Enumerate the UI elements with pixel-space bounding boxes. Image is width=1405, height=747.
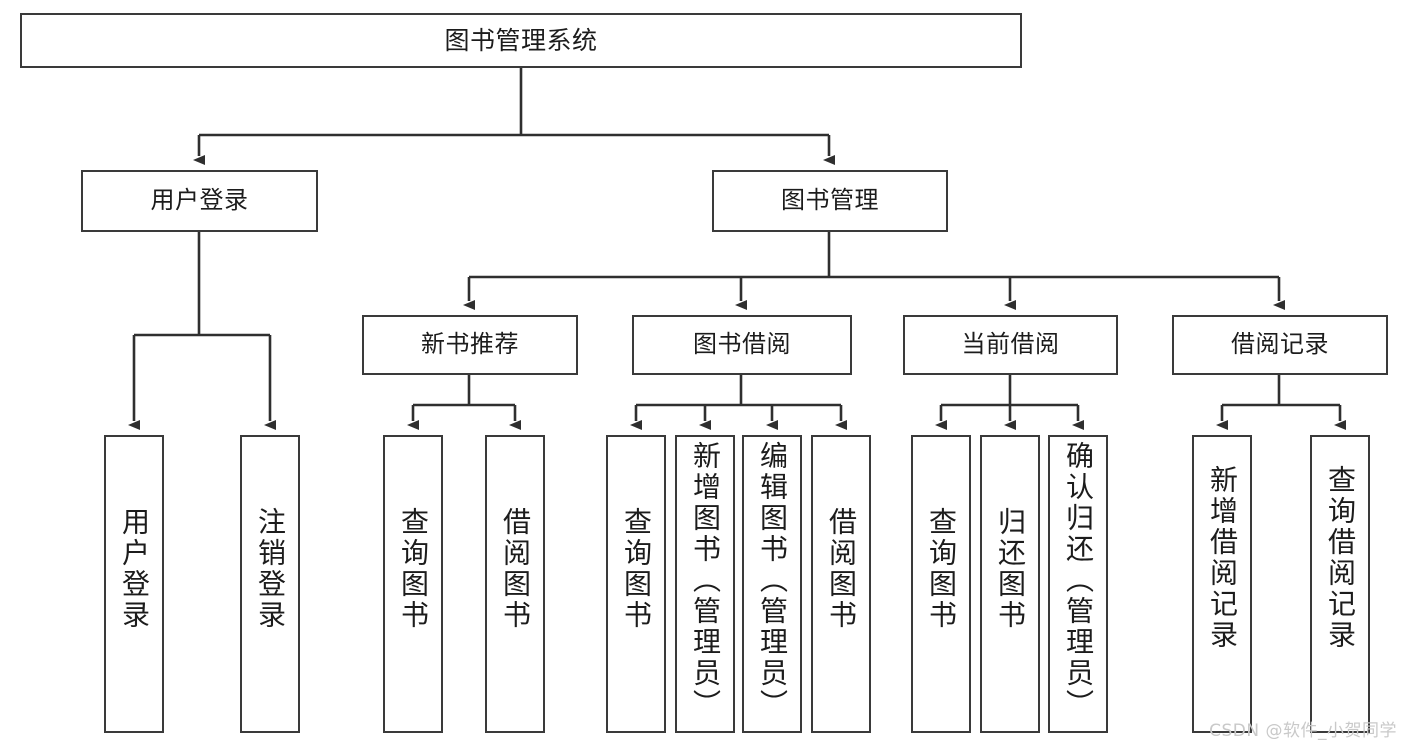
- csdn-watermark: CSDN @软件_小贺同学: [1209, 721, 1397, 741]
- node-label: 查询借阅记录: [1324, 465, 1357, 651]
- node-label: 借阅记录: [1231, 330, 1329, 359]
- leaf-add-book-admin[interactable]: 新增图书（管理员）: [675, 435, 735, 733]
- node-borrow-records[interactable]: 借阅记录: [1172, 315, 1388, 375]
- node-label: 当前借阅: [961, 330, 1060, 359]
- node-book-management[interactable]: 图书管理: [712, 170, 948, 232]
- node-label: 借阅图书: [499, 507, 532, 631]
- node-label: 编辑图书（管理员）: [756, 441, 789, 720]
- leaf-add-borrow-record[interactable]: 新增借阅记录: [1192, 435, 1252, 733]
- node-label: 确认归还（管理员）: [1062, 441, 1095, 720]
- node-label: 归还图书: [994, 507, 1027, 631]
- node-label: 图书管理系统: [444, 26, 598, 55]
- node-book-borrow[interactable]: 图书借阅: [632, 315, 852, 375]
- leaf-confirm-return-admin[interactable]: 确认归还（管理员）: [1048, 435, 1108, 733]
- node-label: 查询图书: [397, 507, 430, 631]
- leaf-borrow-book-1[interactable]: 借阅图书: [485, 435, 545, 733]
- leaf-query-book-2[interactable]: 查询图书: [606, 435, 666, 733]
- node-new-book-recommend[interactable]: 新书推荐: [362, 315, 578, 375]
- node-label: 借阅图书: [825, 507, 858, 631]
- leaf-user-login[interactable]: 用户登录: [104, 435, 164, 733]
- node-label: 图书借阅: [693, 330, 791, 359]
- node-label: 新增图书（管理员）: [689, 441, 722, 720]
- node-label: 图书管理: [781, 186, 879, 215]
- node-label: 查询图书: [620, 507, 653, 631]
- leaf-borrow-book-2[interactable]: 借阅图书: [811, 435, 871, 733]
- node-label: 用户登录: [150, 186, 249, 215]
- node-user-login[interactable]: 用户登录: [81, 170, 318, 232]
- leaf-logout[interactable]: 注销登录: [240, 435, 300, 733]
- leaf-query-borrow-record[interactable]: 查询借阅记录: [1310, 435, 1370, 733]
- node-current-borrow[interactable]: 当前借阅: [903, 315, 1118, 375]
- leaf-query-book-3[interactable]: 查询图书: [911, 435, 971, 733]
- leaf-edit-book-admin[interactable]: 编辑图书（管理员）: [742, 435, 802, 733]
- node-label: 注销登录: [254, 507, 287, 631]
- node-label: 新书推荐: [421, 330, 519, 359]
- node-label: 新增借阅记录: [1206, 465, 1239, 651]
- node-root[interactable]: 图书管理系统: [20, 13, 1022, 68]
- leaf-query-book-1[interactable]: 查询图书: [383, 435, 443, 733]
- node-label: 用户登录: [118, 507, 151, 631]
- node-label: 查询图书: [925, 507, 958, 631]
- leaf-return-book[interactable]: 归还图书: [980, 435, 1040, 733]
